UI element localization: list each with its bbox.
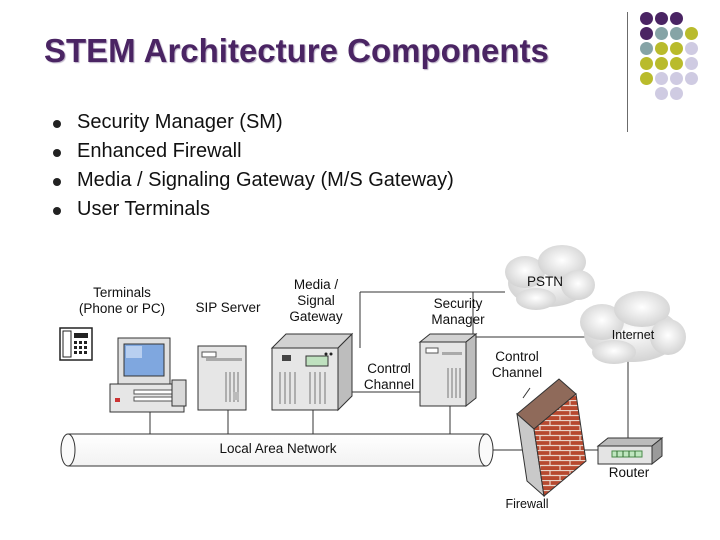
bullet-item: User Terminals	[50, 198, 454, 227]
divider-line	[627, 12, 628, 132]
decorative-dot	[670, 27, 683, 40]
sip-server-label: SIP Server	[195, 300, 261, 315]
decorative-dot	[655, 27, 668, 40]
decorative-dot	[655, 72, 668, 85]
decorative-dot	[640, 72, 653, 85]
decorative-dot	[670, 42, 683, 55]
slide-title: STEM Architecture Components	[44, 32, 549, 69]
pstn-label: PSTN	[526, 274, 563, 289]
lan-label: Local Area Network	[219, 441, 337, 456]
security-manager-label: Security Manager	[431, 296, 485, 327]
bullet-dot-icon	[53, 120, 61, 128]
decorative-dot	[670, 12, 683, 25]
bullet-item: Media / Signaling Gateway (M/S Gateway)	[50, 169, 454, 198]
decorative-dot	[685, 27, 698, 40]
bullet-item: Security Manager (SM)	[50, 111, 454, 140]
bullet-dot-icon	[53, 149, 61, 157]
phone-icon	[59, 327, 93, 361]
bullet-item: Enhanced Firewall	[50, 140, 454, 169]
sip-server-icon	[197, 345, 247, 411]
decorative-dot	[670, 87, 683, 100]
security-manager-server-icon	[418, 332, 478, 408]
control-channel-label-left: Control Channel	[363, 361, 415, 392]
pstn-cloud-icon	[505, 245, 595, 310]
decorative-dot	[655, 42, 668, 55]
bullet-dot-icon	[53, 207, 61, 215]
decorative-dot	[670, 57, 683, 70]
decorative-dot	[640, 27, 653, 40]
decorative-dot	[685, 57, 698, 70]
decorative-dot	[655, 12, 668, 25]
decorative-dot	[640, 42, 653, 55]
decorative-dot	[685, 42, 698, 55]
pc-terminal-icon	[109, 337, 187, 413]
firewall-icon	[516, 378, 587, 498]
router-label: Router	[608, 465, 650, 480]
gateway-label: Media / Signal Gateway	[289, 277, 343, 324]
firewall-label: Firewall	[505, 497, 549, 511]
internet-cloud-icon	[580, 291, 686, 364]
router-icon	[596, 436, 664, 466]
bullet-dot-icon	[53, 178, 61, 186]
terminals-label: Terminals (Phone or PC)	[78, 285, 166, 316]
media-signal-gateway-icon	[270, 332, 354, 412]
decorative-dot	[640, 12, 653, 25]
internet-label: Internet	[611, 328, 655, 342]
decorative-dot	[640, 57, 653, 70]
lan-pipe	[60, 433, 494, 467]
decorative-dot	[655, 87, 668, 100]
bullet-list: Security Manager (SM) Enhanced Firewall …	[50, 111, 454, 227]
control-channel-label-right: Control Channel	[491, 349, 543, 380]
decorative-dot	[685, 72, 698, 85]
decorative-dot	[670, 72, 683, 85]
decorative-dot	[655, 57, 668, 70]
